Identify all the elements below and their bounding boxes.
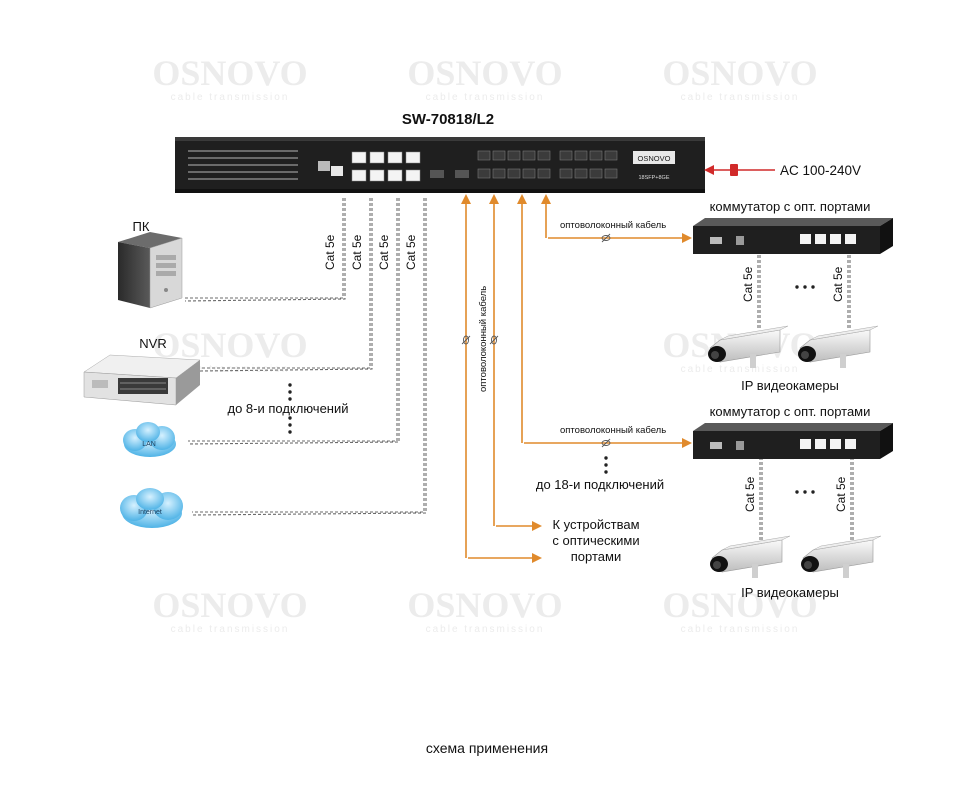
fiber-cable-label: оптоволоконный кабель: [560, 220, 666, 231]
watermark-tagline: cable transmission: [681, 364, 800, 375]
cat-label: Cat 5e: [350, 234, 364, 270]
cat-label: Cat 5e: [404, 234, 418, 270]
cat5e-labels: Cat 5e Cat 5e Cat 5e Cat 5e Cat 5e Cat 5…: [323, 234, 848, 512]
watermark-brand: OSNOVO: [152, 53, 307, 93]
console-port: [318, 161, 330, 171]
brand-badge: [633, 151, 675, 164]
main-switch: OSNOVO 18SFP+8GE: [175, 137, 705, 193]
cable-lan: [188, 198, 398, 442]
power-label: AC 100-240V: [780, 163, 861, 178]
cable-nvr: [200, 198, 371, 369]
watermark-tagline: cable transmission: [171, 92, 290, 103]
management-port: [331, 166, 343, 176]
diagram-caption: схема применения: [426, 740, 548, 756]
cat-label: Cat 5e: [377, 234, 391, 270]
rj45-ports: [351, 151, 421, 182]
watermark-brand: OSNOVO: [407, 585, 562, 625]
cat-label: Cat 5e: [834, 476, 848, 512]
ip-cameras-label: IP видеокамеры: [741, 585, 839, 600]
vertical-ellipsis: [604, 456, 608, 474]
pc-tower-icon: [118, 232, 183, 309]
lan-cloud-icon: [123, 422, 176, 457]
cat-label: Cat 5e: [741, 266, 755, 302]
cat-label: Cat 5e: [831, 266, 845, 302]
fiber-cable-label-vertical: оптоволоконный кабель: [478, 286, 489, 392]
ip-camera-icon: [798, 325, 879, 368]
vertical-ellipsis: [288, 383, 292, 434]
power-input: AC 100-240V: [704, 163, 861, 178]
internet-cloud-icon: [120, 488, 183, 528]
fiber-cables: [461, 194, 692, 563]
watermark-tagline: cable transmission: [681, 92, 800, 103]
optical-devices-line-1: К устройствам: [552, 517, 639, 532]
horizontal-ellipsis: [795, 285, 815, 494]
cat-label: Cat 5e: [323, 234, 337, 270]
watermark-brand: OSNOVO: [662, 585, 817, 625]
lan-connections-label: до 8-и подключений: [227, 401, 348, 416]
nvr-label: NVR: [139, 336, 166, 351]
optical-devices-line-2: с оптическими: [552, 533, 639, 548]
watermark-brand: OSNOVO: [407, 53, 562, 93]
lan-label: LAN: [142, 441, 156, 448]
remote-switch-icon: [693, 218, 893, 254]
nvr-icon: [83, 354, 201, 406]
watermark-brand: OSNOVO: [152, 585, 307, 625]
power-plug-icon: [730, 164, 738, 176]
switch-model-title: SW-70818/L2: [402, 111, 494, 128]
ip-camera-icon: [710, 535, 791, 578]
fiber-connections-label: до 18-и подключений: [536, 477, 664, 492]
optical-devices-line-3: портами: [571, 549, 621, 564]
cable-pc: [185, 198, 344, 299]
watermark-tagline: cable transmission: [426, 624, 545, 635]
ports-label: 18SFP+8GE: [638, 175, 669, 181]
watermark-tagline: cable transmission: [171, 364, 290, 375]
ip-cameras-label: IP видеокамеры: [741, 378, 839, 393]
ip-camera-icon: [801, 535, 882, 578]
status-leds: [188, 150, 298, 180]
watermark-brand: OSNOVO: [152, 325, 307, 365]
watermark-tagline: cable transmission: [171, 624, 290, 635]
uplink-sfp-ports: [430, 170, 469, 178]
watermark-tagline: cable transmission: [681, 624, 800, 635]
watermark-brand: OSNOVO: [662, 53, 817, 93]
remote-switch-label: коммутатор с опт. портами: [710, 404, 871, 419]
brand-badge-text: OSNOVO: [638, 154, 671, 163]
remote-switch-icon: [693, 423, 893, 459]
cat-label: Cat 5e: [743, 476, 757, 512]
pc-label: ПК: [133, 219, 150, 234]
fiber-break-marks: [461, 233, 611, 448]
remote-switch-label: коммутатор с опт. портами: [710, 199, 871, 214]
sfp-ports: [477, 150, 618, 179]
fiber-cable-label: оптоволоконный кабель: [560, 425, 666, 436]
watermark-group: OSNOVO cable transmission OSNOVO cable t…: [152, 53, 817, 635]
ip-camera-icon: [708, 325, 789, 368]
internet-label: Internet: [138, 509, 162, 516]
twisted-pair-cables: [184, 198, 854, 540]
watermark-tagline: cable transmission: [426, 92, 545, 103]
